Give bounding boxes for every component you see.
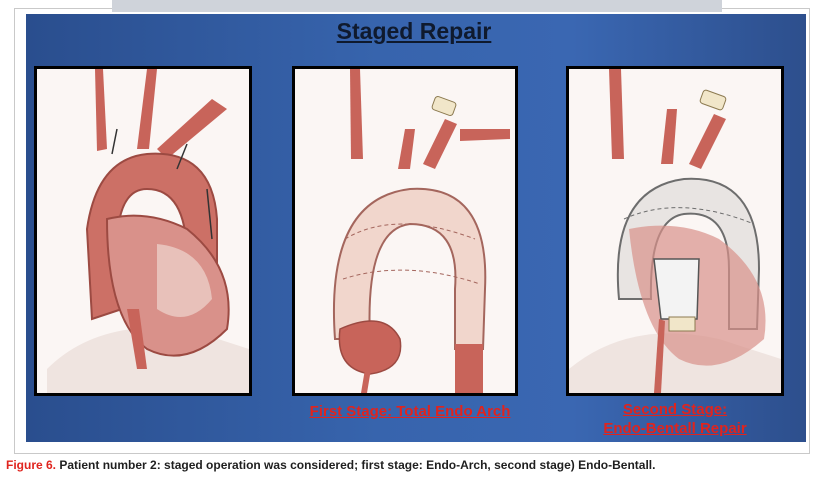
panel-endo-bentall (566, 66, 784, 396)
caption-second-stage: Second Stage: Endo-Bentall Repair (566, 400, 784, 438)
caption-first-stage: First Stage: Total Endo Arch (292, 402, 528, 421)
endo-bentall-illustration (569, 69, 781, 393)
panel-native-aorta (34, 66, 252, 396)
aorta-illustration (37, 69, 249, 393)
slide-title: Staged Repair (336, 18, 492, 44)
panel-total-endo-arch (292, 66, 518, 396)
caption-first-stage-line: First Stage: Total Endo Arch (309, 403, 511, 420)
caption-second-stage-line-1: Second Stage: (622, 401, 728, 418)
caption-second-stage-line-2: Endo-Bentall Repair (603, 420, 747, 437)
figure-caption: Figure 6. Patient number 2: staged opera… (6, 458, 822, 472)
figure-caption-label: Figure 6. (6, 458, 57, 472)
slide-top-bar (112, 0, 722, 12)
figure-caption-text: Patient number 2: staged operation was c… (59, 458, 656, 472)
endo-arch-illustration (295, 69, 515, 393)
